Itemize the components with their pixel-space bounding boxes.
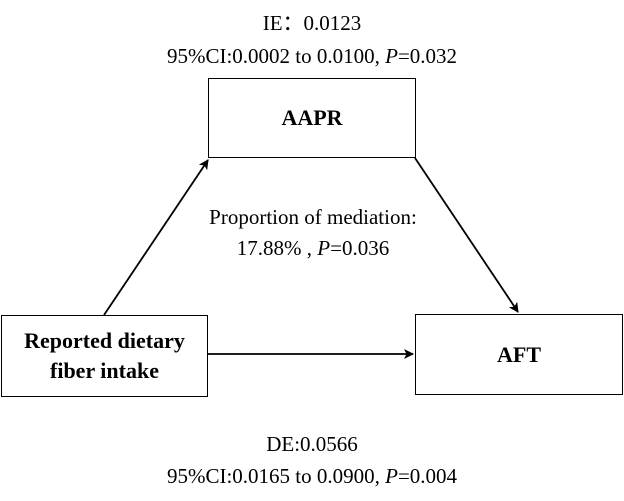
mediation-p-value: =0.036 [330,236,390,260]
indirect-effect-value: 0.0123 [303,11,362,35]
mediation-p-symbol: P [317,236,331,260]
indirect-effect-ci: 95%CI:0.0002 to 0.0100, [166,44,386,68]
outcome-label: AFT [497,341,541,367]
exposure-label-line1: Reported dietary [24,328,185,354]
exposure-box: Reported dietary fiber intake [1,315,208,397]
mediator-label: AAPR [281,105,343,131]
mediation-stat-line: 17.88% , P=0.036 [1,238,624,259]
indirect-effect-label: IE： [262,11,304,35]
direct-effect-ci: 95%CI:0.0165 to 0.0900, [166,464,386,488]
direct-effect-line: DE:0.0566 [0,434,624,455]
indirect-effect-p-value: =0.032 [397,44,458,68]
direct-effect-value: 0.0566 [300,432,358,456]
direct-effect-ci-line: 95%CI:0.0165 to 0.0900, P=0.004 [0,466,624,487]
mediation-percent: 17.88% , [236,236,318,260]
mediation-label: Proportion of mediation: [209,205,417,229]
direct-effect-p-value: =0.004 [397,464,458,488]
mediator-box: AAPR [208,78,416,158]
indirect-effect-p-symbol: P [385,44,398,68]
indirect-effect-line: IE：0.0123 [0,13,624,34]
exposure-label-line2: fiber intake [50,358,159,383]
indirect-effect-ci-line: 95%CI:0.0002 to 0.0100, P=0.032 [0,46,624,67]
arrow-mediator-to-outcome [414,157,519,313]
arrow-exposure-to-mediator [103,159,209,316]
direct-effect-label: DE: [266,432,301,456]
outcome-box: AFT [415,314,623,395]
direct-effect-p-symbol: P [385,464,398,488]
